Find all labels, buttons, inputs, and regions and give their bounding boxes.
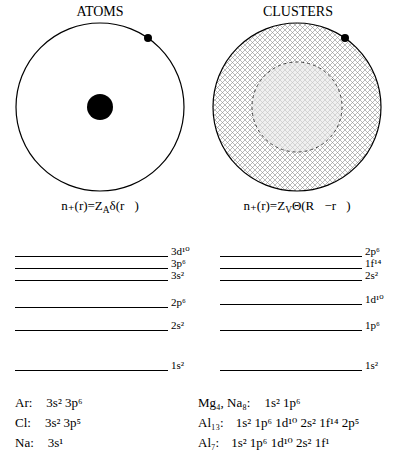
- label-text: CLUSTERS: [263, 4, 333, 19]
- electron: [144, 34, 152, 42]
- label-text: δ(r⃗): [110, 198, 139, 213]
- label-text: 3s² 3p⁵: [45, 415, 81, 430]
- label-text: 3s²: [171, 269, 184, 281]
- energy-level: [15, 268, 168, 269]
- level-label: 3p⁶: [171, 258, 186, 269]
- energy-level: [15, 330, 168, 331]
- level-label: 1s²: [365, 360, 378, 371]
- level-label: 1s²: [171, 360, 184, 371]
- configuration-row: Al₇: 1s² 1p⁶ 1d¹⁰ 2s² 1f¹: [198, 436, 329, 450]
- configuration-row: Al₁₃: 1s² 1p⁶ 1d¹⁰ 2s² 1f¹⁴ 2p⁵: [198, 416, 359, 430]
- nucleus: [87, 94, 113, 120]
- energy-level: [220, 370, 362, 371]
- label-text: Ar:: [15, 395, 32, 410]
- configuration-row: Ar: 3s² 3p⁶: [15, 396, 83, 410]
- level-label: 1p⁶: [365, 320, 380, 331]
- energy-level: [220, 330, 362, 331]
- label-text: 3s¹: [48, 435, 63, 450]
- label-text: 1s²: [171, 359, 184, 371]
- level-label: 2s²: [171, 320, 184, 331]
- energy-level: [15, 280, 168, 281]
- configuration-row: Cl: 3s² 3p⁵: [15, 416, 81, 430]
- atomic-levels: [15, 257, 168, 371]
- subscript: A: [103, 205, 110, 215]
- level-label: 2p⁶: [365, 246, 380, 257]
- electron: [341, 34, 349, 42]
- subscript: V: [285, 205, 292, 215]
- density-formula: n₊(r)=ZVΘ(R⃗−r⃗): [244, 199, 351, 213]
- cluster-core: [252, 62, 342, 152]
- label-text: 2s²: [365, 269, 378, 281]
- label-text: 1p⁶: [365, 319, 380, 331]
- label-text: 2p⁶: [171, 296, 186, 308]
- label-text: Na:: [15, 435, 34, 450]
- label-text: 1s²: [365, 359, 378, 371]
- label-text: 1s² 1p⁶ 1d¹⁰ 2s² 1f¹: [231, 435, 329, 450]
- level-label: 3d¹⁰: [171, 246, 190, 257]
- label-text: Al₇:: [198, 435, 219, 450]
- label-text: Al₁₃:: [198, 415, 224, 430]
- energy-level: [15, 307, 168, 308]
- level-label: 1f¹⁴: [365, 258, 381, 269]
- column-heading: CLUSTERS: [263, 4, 333, 19]
- column-heading: ATOMS: [76, 4, 123, 19]
- label-text: ATOMS: [76, 4, 123, 19]
- cluster-levels: [220, 257, 362, 371]
- label-text: 1s² 1p⁶ 1d¹⁰ 2s² 1f¹⁴ 2p⁵: [236, 415, 360, 430]
- configuration-row: Na: 3s¹: [15, 436, 63, 450]
- label-text: Θ(R⃗−r⃗): [292, 198, 351, 213]
- label-text: Cl:: [15, 415, 31, 430]
- energy-level: [220, 304, 362, 305]
- label-text: 2s²: [171, 319, 184, 331]
- level-label: 2p⁶: [171, 297, 186, 308]
- level-label: 3s²: [171, 270, 184, 281]
- label-text: 3d¹⁰: [171, 245, 190, 257]
- label-text: n₊(r)=Z: [61, 198, 103, 213]
- label-text: 1d¹⁰: [365, 293, 384, 305]
- label-text: 3p⁶: [171, 257, 186, 269]
- energy-level: [220, 256, 362, 257]
- energy-level: [220, 280, 362, 281]
- energy-level: [15, 256, 168, 257]
- density-formula: n₊(r)=ZAδ(r⃗): [61, 199, 139, 213]
- energy-level: [220, 268, 362, 269]
- atom-orbit: [16, 23, 184, 191]
- level-label: 1d¹⁰: [365, 294, 384, 305]
- label-text: 1s² 1p⁶: [264, 395, 300, 410]
- label-text: Mg₄, Na₈:: [198, 395, 250, 410]
- label-text: 3s² 3p⁶: [46, 395, 82, 410]
- energy-level: [15, 370, 168, 371]
- label-text: 1f¹⁴: [365, 257, 381, 269]
- cluster-jellium: [213, 23, 381, 191]
- label-text: 2p⁶: [365, 245, 380, 257]
- level-label: 2s²: [365, 270, 378, 281]
- label-text: n₊(r)=Z: [244, 198, 286, 213]
- configuration-row: Mg₄, Na₈: 1s² 1p⁶: [198, 396, 301, 410]
